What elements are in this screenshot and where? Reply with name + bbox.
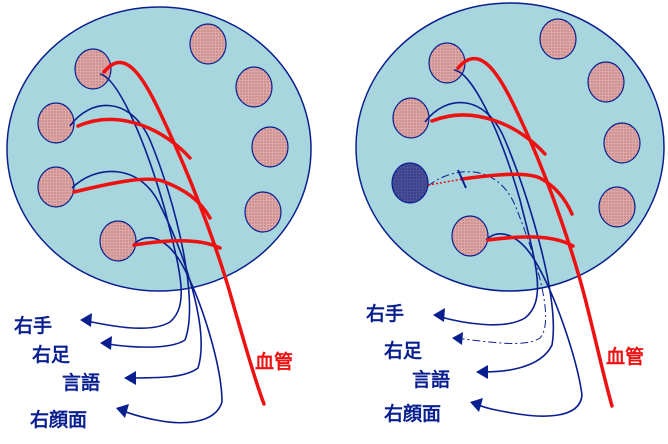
neuron-cell bbox=[235, 66, 273, 108]
neuron-cell bbox=[74, 48, 112, 90]
label-hand: 右手 bbox=[365, 302, 404, 325]
neuron-cell bbox=[37, 102, 75, 144]
arrow-face-icon bbox=[470, 398, 483, 412]
nerve-fiber-speech bbox=[71, 170, 202, 379]
nerve-fiber-face bbox=[473, 233, 583, 417]
right-diagram: 右手 右足 言語 右顔面 血管 bbox=[355, 2, 665, 425]
label-vessel: 血管 bbox=[606, 345, 644, 368]
nerve-fiber-speech bbox=[424, 101, 555, 373]
blood-vessels bbox=[430, 56, 614, 408]
blood-vessel-branch bbox=[430, 113, 547, 156]
diagram-labels: 右手 右足 言語 右顔面 血管 bbox=[13, 314, 293, 431]
neuron-cell bbox=[251, 126, 289, 168]
neuron-cell bbox=[598, 186, 636, 228]
nerve-fiber-hand bbox=[81, 73, 182, 330]
label-vessel: 血管 bbox=[255, 350, 293, 373]
label-foot: 右足 bbox=[31, 343, 71, 366]
arrowheads bbox=[433, 308, 488, 412]
neuron-cells bbox=[37, 23, 289, 262]
arrow-foot-icon bbox=[100, 336, 112, 350]
blood-vessels bbox=[72, 60, 266, 406]
neuron-cell bbox=[392, 97, 430, 139]
damaged-neuron-cell bbox=[391, 162, 429, 204]
label-speech: 言語 bbox=[62, 371, 100, 394]
label-face: 右顔面 bbox=[29, 408, 87, 431]
neuron-cell bbox=[189, 23, 227, 65]
arrowheads bbox=[80, 313, 136, 418]
nerve-fiber-foot bbox=[69, 104, 191, 348]
neuron-cell bbox=[451, 215, 489, 257]
neuron-cell bbox=[37, 166, 75, 208]
arrow-hand-icon bbox=[433, 308, 445, 322]
neuron-cell bbox=[99, 220, 137, 262]
blockage-marker bbox=[457, 169, 467, 189]
neuron-cell bbox=[539, 18, 577, 60]
label-face: 右顔面 bbox=[383, 402, 441, 425]
blood-vessel-branch bbox=[460, 172, 574, 216]
neuron-cells bbox=[392, 18, 641, 257]
arrow-hand-icon bbox=[80, 313, 92, 327]
arrow-face-icon bbox=[116, 404, 129, 418]
blood-vessel-branch bbox=[132, 239, 222, 250]
arrow-speech-icon bbox=[124, 371, 136, 385]
neuron-cell bbox=[428, 42, 466, 84]
diagram-labels: 右手 右足 言語 右顔面 血管 bbox=[365, 302, 644, 425]
neuron-cell bbox=[244, 191, 282, 233]
arrow-foot-icon bbox=[452, 332, 463, 345]
nerve-fiber-face bbox=[117, 237, 223, 424]
blood-vessel-branch bbox=[76, 117, 192, 160]
nerve-fibers bbox=[69, 73, 223, 424]
blood-vessel-branch bbox=[72, 177, 212, 220]
blood-vessel-main bbox=[456, 56, 614, 408]
blood-vessel-main bbox=[102, 60, 266, 406]
neuron-cell bbox=[603, 122, 641, 164]
left-diagram: 右手 右足 言語 右顔面 血管 bbox=[6, 6, 312, 431]
arrow-speech-icon bbox=[476, 365, 488, 379]
blood-vessel-branch bbox=[486, 235, 575, 248]
label-foot: 右足 bbox=[383, 339, 423, 362]
label-speech: 言語 bbox=[412, 368, 450, 391]
neuron-cell bbox=[587, 61, 625, 103]
label-hand: 右手 bbox=[13, 314, 52, 337]
